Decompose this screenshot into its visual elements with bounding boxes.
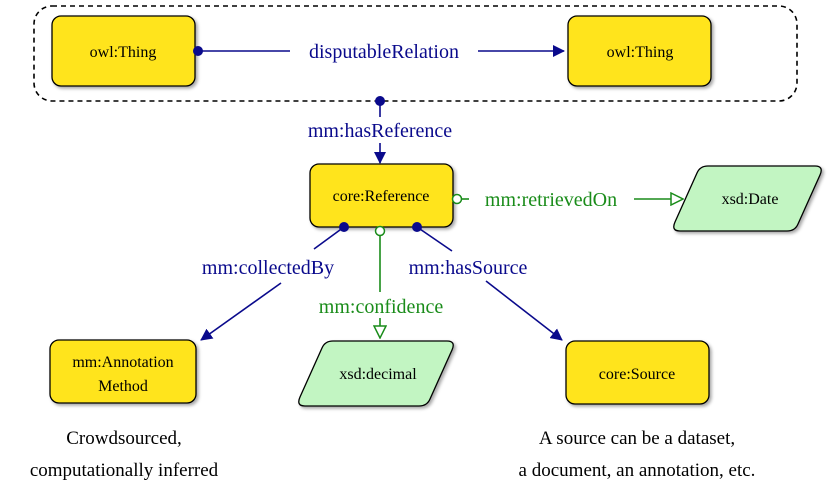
has-source-label: mm:hasSource [409, 257, 528, 279]
annotation-method-label-line2: Method [98, 378, 148, 395]
has-reference-label: mm:hasReference [308, 120, 452, 142]
owl-thing-left-node: owl:Thing [51, 15, 196, 87]
disputable-relation-group [33, 5, 798, 102]
annotation-method-note-line2: computationally inferred [30, 460, 219, 481]
annotation-method-label-line1: mm:Annotation [72, 354, 173, 371]
source-note-line2: a document, an annotation, etc. [519, 460, 756, 481]
disputable-relation-edge: disputableRelation [193, 41, 565, 63]
xsd-decimal-label: xsd:decimal [339, 366, 417, 383]
confidence-edge: mm:confidence [319, 225, 444, 339]
xsd-date-label: xsd:Date [722, 191, 779, 208]
xsd-date-node: xsd:Date [673, 165, 822, 232]
retrieved-on-edge: mm:retrievedOn [451, 189, 684, 211]
annotation-method-node: mm:Annotation Method [49, 339, 197, 404]
owl-thing-right-label: owl:Thing [607, 44, 674, 61]
retrieved-on-label: mm:retrievedOn [485, 189, 617, 211]
owl-thing-right-node: owl:Thing [567, 15, 712, 87]
source-note-line1: A source can be a dataset, [539, 428, 735, 449]
annotation-method-note-line1: Crowdsourced, [66, 428, 182, 449]
core-source-label: core:Source [599, 366, 675, 383]
core-source-node: core:Source [565, 340, 710, 405]
owl-thing-left-label: owl:Thing [90, 44, 157, 61]
core-reference-label: core:Reference [333, 188, 430, 205]
core-reference-node: core:Reference [309, 163, 454, 228]
collected-by-label: mm:collectedBy [202, 257, 334, 279]
disputable-relation-label: disputableRelation [309, 41, 459, 63]
collected-by-edge: mm:collectedBy [200, 222, 349, 341]
has-source-edge: mm:hasSource [409, 222, 563, 341]
confidence-label: mm:confidence [319, 296, 444, 318]
has-reference-edge: mm:hasReference [308, 96, 452, 164]
xsd-decimal-node: xsd:decimal [298, 340, 454, 407]
